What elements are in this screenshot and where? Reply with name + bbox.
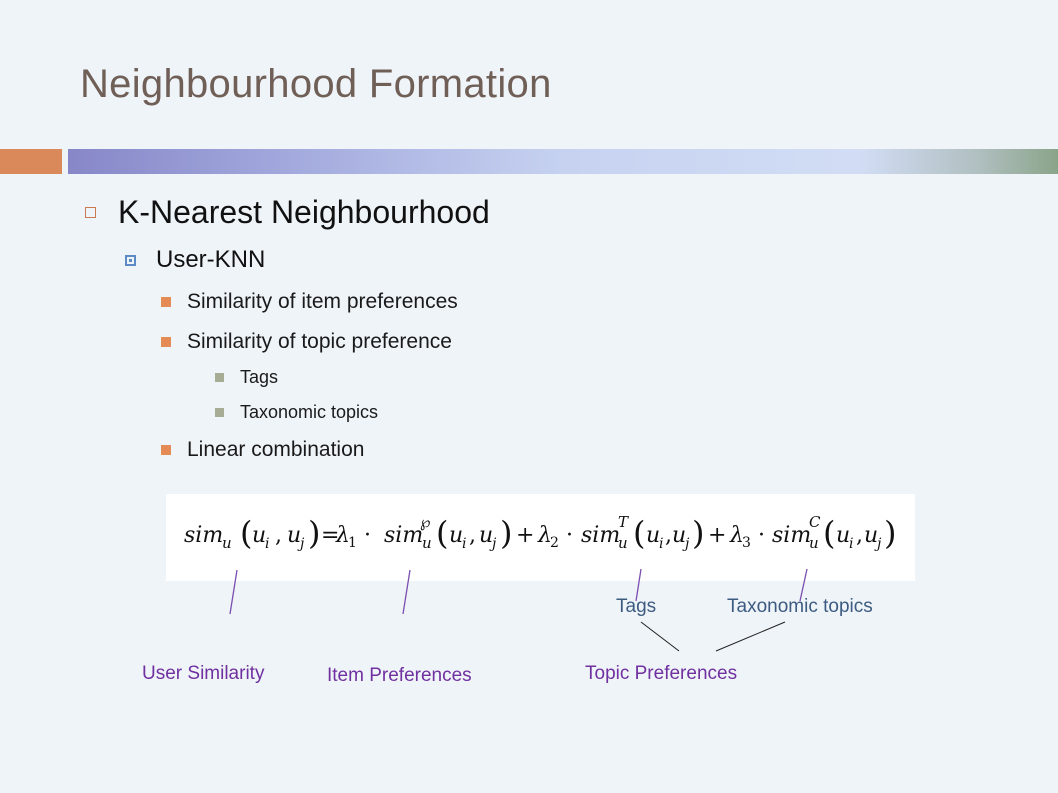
connector-item-preferences [402,569,411,615]
formula-sub-j: j [874,536,882,552]
bullet-level3-item: Similarity of item preferences [161,290,458,314]
formula-lambda-1: λ [335,523,350,548]
formula-u-i: u [449,523,463,548]
formula-sub-u: u [222,534,232,552]
formula-u-j: u [479,523,493,548]
formula-sup-tags: T [618,513,629,531]
formula-comma: , [469,523,476,548]
formula-sup-tax: C [809,513,821,531]
connector-tags [635,568,642,602]
connector-tax-topic [715,621,786,652]
formula-sub-i: i [849,536,853,552]
formula-lambda-3: λ [729,523,744,548]
formula-u-j: u [672,523,686,548]
filled-square-bullet-icon [215,408,224,417]
accent-bar-gradient [68,149,1058,174]
annotation-taxonomic: Taxonomic topics [727,596,873,617]
formula-lambda-3-sub: 3 [742,535,751,551]
bullet-level1-text: K-Nearest Neighbourhood [118,194,490,230]
annotation-item-preferences: Item Preferences [327,665,472,686]
bullet-level3-text: Similarity of item preferences [187,290,458,313]
formula-lambda-1-sub: 1 [348,535,357,551]
bullet-level2: User-KNN [125,246,265,274]
formula-paren-open: ( [240,514,252,552]
formula-dot: · [566,523,573,548]
bullet-level3-item: Linear combination [161,438,364,462]
accent-bar-orange [0,149,62,174]
formula-sub-j: j [682,536,690,552]
formula-u-j: u [864,523,878,548]
formula-paren-close: ) [500,514,512,552]
formula-sim: sim [772,523,811,548]
formula-svg: sim u ( u i , u j ) = λ 1 · sim u ℘ ( u … [184,513,896,552]
filled-square-bullet-icon [161,337,171,347]
formula-sub-u: u [618,534,628,552]
formula-sub-u: u [422,534,432,552]
formula-sim: sim [384,523,423,548]
formula-sim: sim [581,523,620,548]
filled-square-bullet-icon [215,373,224,382]
formula-comma: , [275,523,282,548]
formula-paren-open: ( [823,514,835,552]
hollow-square-bullet-icon [85,207,96,218]
bullet-level3-text: Linear combination [187,438,365,461]
formula-u-i: u [252,523,266,548]
formula-u-i: u [646,523,660,548]
formula-sup-items: ℘ [420,513,430,531]
bullet-level3-item: Similarity of topic preference [161,330,452,354]
bullet-level4-item: Taxonomic topics [215,402,378,423]
bullet-level4-text: Taxonomic topics [240,402,379,422]
bullet-level4-text: Tags [240,367,279,387]
bullet-level3-text: Similarity of topic preference [187,330,452,353]
formula-u-j: u [287,523,301,548]
formula-paren-close: ) [308,514,320,552]
formula-equals: = [321,523,339,548]
formula-sim: sim [184,523,223,548]
formula-paren-close: ) [692,514,704,552]
formula-paren-open: ( [436,514,448,552]
formula-sub-i: i [265,536,269,552]
annotation-topic-preferences: Topic Preferences [585,663,738,684]
square-bullet-icon [125,254,136,266]
formula-lambda-2: λ [537,523,552,548]
annotation-user-similarity: User Similarity [142,663,265,684]
formula-paren-open: ( [633,514,645,552]
formula-sub-u: u [809,534,819,552]
formula-plus: + [708,523,726,548]
bullet-level1: K-Nearest Neighbourhood [85,194,490,231]
formula-u-i: u [836,523,850,548]
formula-sub-i: i [462,536,466,552]
formula-sub-j: j [297,536,305,552]
formula-paren-close: ) [884,514,896,552]
formula-dot: · [364,523,371,548]
connector-taxonomic [799,568,808,602]
formula-comma: , [856,523,863,548]
annotation-tags: Tags [616,596,657,617]
formula-dot: · [758,523,765,548]
bullet-level2-text: User-KNN [156,246,266,273]
connector-tags-topic [640,621,680,652]
filled-square-bullet-icon [161,445,171,455]
formula-comma: , [665,523,672,548]
formula-sub-i: i [659,536,663,552]
connector-user-similarity [229,569,238,615]
filled-square-bullet-icon [161,297,171,307]
formula-lambda-2-sub: 2 [550,535,559,551]
formula-sub-j: j [489,536,497,552]
bullet-level4-item: Tags [215,367,278,388]
formula-box: sim u ( u i , u j ) = λ 1 · sim u ℘ ( u … [166,494,915,581]
slide-title: Neighbourhood Formation [80,62,552,106]
formula-plus: + [516,523,534,548]
